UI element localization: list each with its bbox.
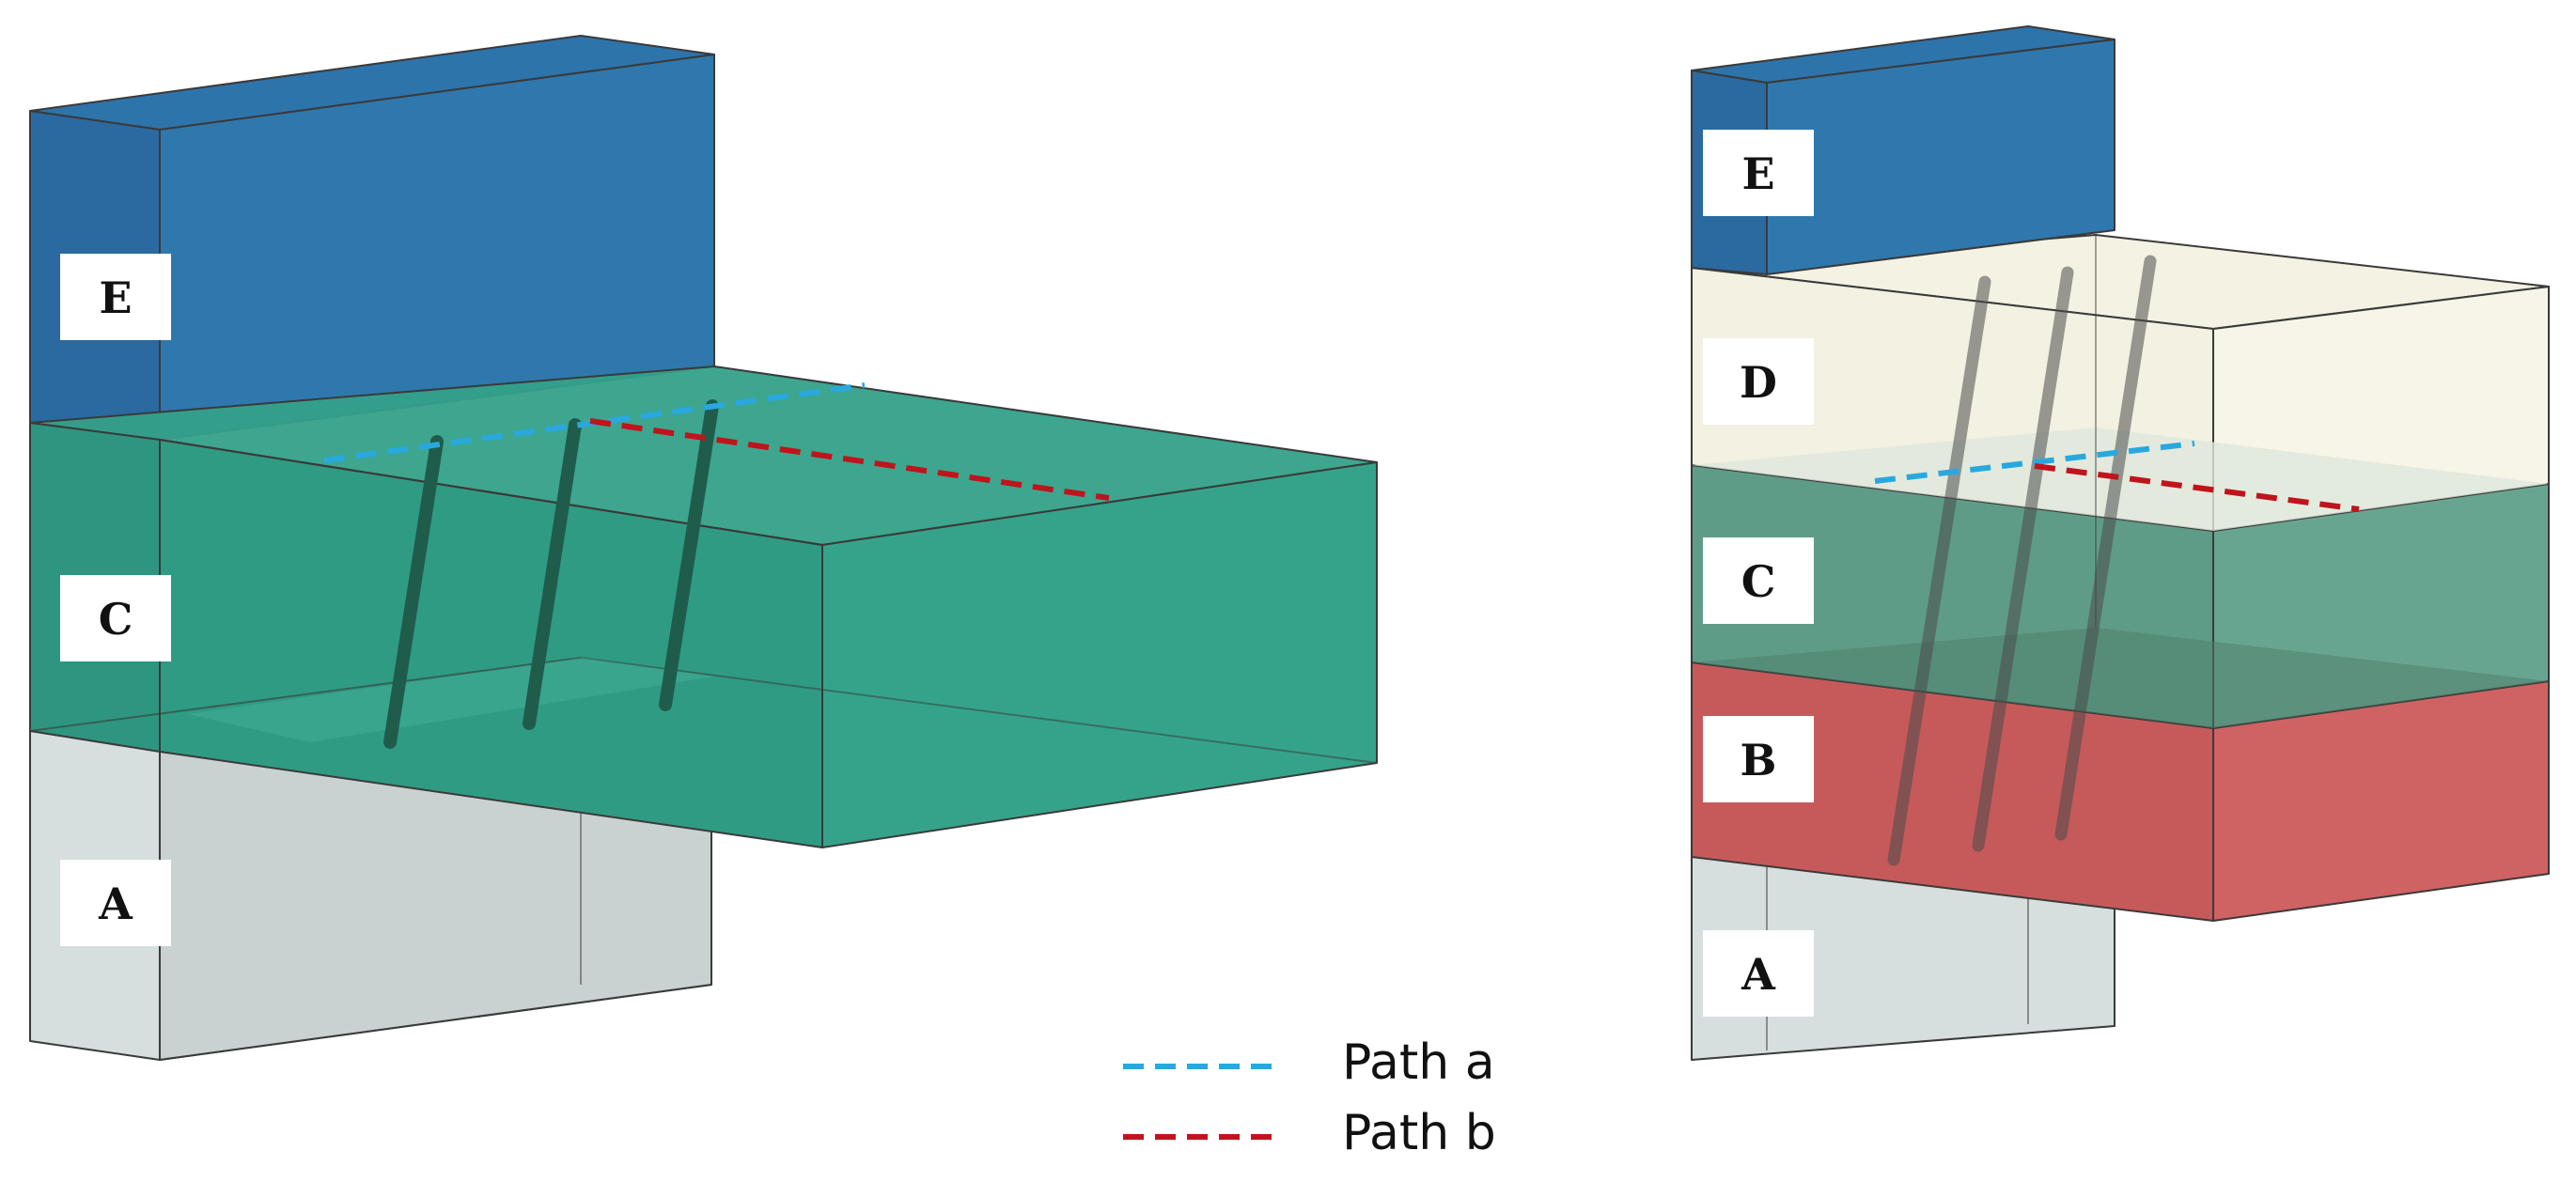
right-piles bbox=[1887, 255, 2157, 866]
left-label-e-text: E bbox=[99, 272, 132, 323]
legend-label-path-a: Path a bbox=[1342, 1034, 1495, 1091]
right-label-e: E bbox=[1703, 130, 1814, 216]
left-piles bbox=[383, 399, 719, 749]
left-layer-a bbox=[29, 730, 712, 1061]
legend-item-path-b: Path b bbox=[1123, 1105, 1496, 1161]
right-path-b-line bbox=[2034, 463, 2360, 512]
right-label-d-text: D bbox=[1740, 357, 1777, 408]
legend-item-path-a: Path a bbox=[1123, 1034, 1495, 1091]
left-label-a-text: A bbox=[98, 879, 133, 929]
right-path-a-line bbox=[1874, 441, 2195, 484]
right-label-c: C bbox=[1703, 537, 1814, 624]
left-label-c: C bbox=[60, 575, 171, 661]
left-pile-1 bbox=[383, 435, 444, 749]
right-pile-2 bbox=[1972, 266, 2074, 852]
right-pile-1 bbox=[1887, 275, 1991, 866]
right-label-a-text: A bbox=[1741, 949, 1776, 1000]
left-path-b-line bbox=[589, 418, 1110, 501]
left-label-a: A bbox=[60, 860, 171, 946]
right-label-c-text: C bbox=[1741, 556, 1776, 607]
left-label-e: E bbox=[60, 254, 171, 340]
right-model: E D C B A bbox=[1691, 25, 2550, 1061]
right-label-b-text: B bbox=[1741, 735, 1777, 785]
right-label-d: D bbox=[1703, 338, 1814, 425]
right-pile-3 bbox=[2054, 255, 2157, 841]
left-pile-2 bbox=[523, 418, 582, 730]
right-layer-c-inner bbox=[1692, 628, 2549, 728]
right-label-b: B bbox=[1703, 716, 1814, 802]
legend: Path a Path b bbox=[1123, 1034, 1496, 1161]
left-label-c-text: C bbox=[99, 594, 133, 645]
right-label-e-text: E bbox=[1741, 148, 1774, 199]
right-label-a: A bbox=[1703, 930, 1814, 1017]
legend-label-path-b: Path b bbox=[1342, 1105, 1496, 1161]
right-layer-c bbox=[1691, 464, 2550, 729]
right-layer-e bbox=[1691, 25, 2115, 275]
left-pile-3 bbox=[659, 399, 719, 711]
left-model: E C A bbox=[29, 35, 1378, 1061]
left-layer-e bbox=[29, 35, 715, 441]
